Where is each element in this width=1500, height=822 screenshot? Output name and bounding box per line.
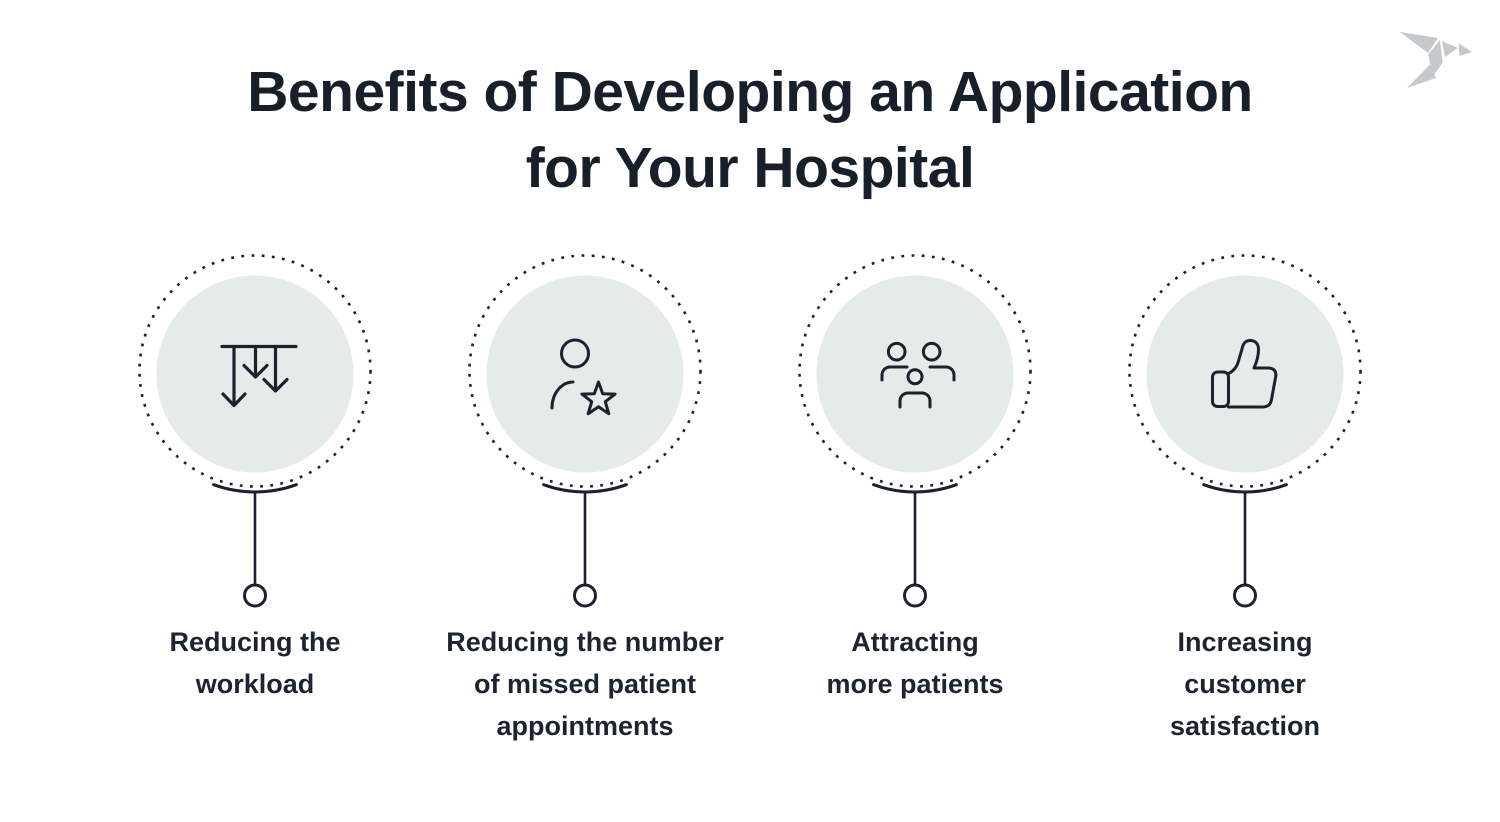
icon-circle-bg	[486, 275, 684, 473]
benefit-card-customer-satisfaction: Increasing customer satisfaction	[1080, 253, 1410, 747]
benefit-card-missed-appointments: Reducing the number of missed patient ap…	[420, 253, 750, 747]
connector-dot	[573, 583, 597, 608]
page-title: Benefits of Developing an Application fo…	[247, 60, 1253, 200]
patient-star-icon	[550, 338, 617, 416]
decrease-arrows-icon	[220, 344, 298, 408]
benefit-label: Reducing the number of missed patient ap…	[446, 627, 724, 741]
benefit-label: Reducing the workload	[169, 627, 341, 699]
connector-dot	[1233, 583, 1257, 608]
connector-arc	[212, 483, 298, 494]
connector-arc	[872, 483, 958, 494]
benefit-label: Attracting more patients	[826, 627, 1004, 699]
patients-group-icon	[880, 341, 956, 409]
thumbs-up-icon	[1211, 339, 1278, 409]
connector-dot	[243, 583, 267, 608]
icon-circle-bg	[816, 275, 1014, 473]
dotted-ring	[138, 254, 372, 488]
dotted-ring	[798, 254, 1032, 488]
icon-circle-bg	[1146, 275, 1344, 473]
connector-arc	[542, 483, 628, 494]
dotted-ring	[468, 254, 702, 488]
connector-dot	[903, 583, 927, 608]
benefit-label: Increasing customer satisfaction	[1169, 627, 1321, 741]
benefits-row: Reducing the workload Reducing the numbe…	[90, 253, 1410, 747]
origami-bird-shapes	[1400, 32, 1472, 88]
dotted-ring	[1128, 254, 1362, 488]
connector-arc	[1202, 483, 1288, 494]
benefit-card-reducing-workload: Reducing the workload	[90, 253, 420, 747]
benefit-card-attracting-patients: Attracting more patients	[750, 253, 1080, 747]
origami-bird-logo	[1400, 32, 1472, 88]
